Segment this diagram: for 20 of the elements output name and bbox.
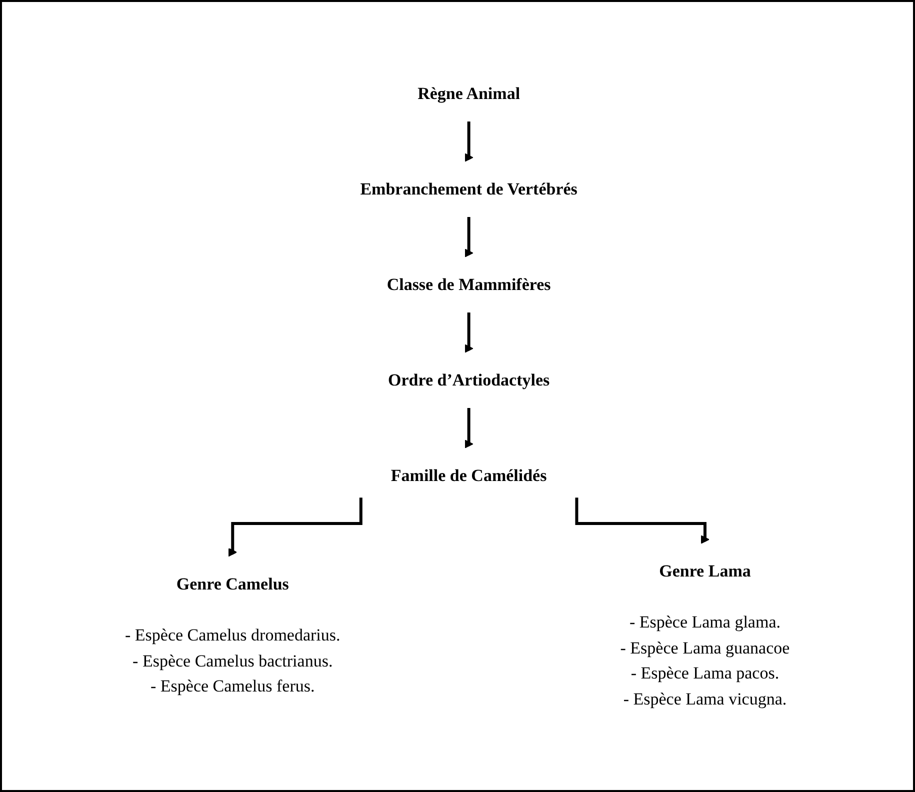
arrow bbox=[464, 408, 474, 448]
node-label: - Espèce Camelus dromedarius. bbox=[125, 625, 340, 644]
node-label: - Espèce Lama guanacoe bbox=[620, 638, 790, 657]
node-label: - Espèce Camelus bactrianus. bbox=[132, 650, 333, 670]
node-text: Règne Animal bbox=[418, 84, 520, 103]
node-label: - Espèce Lama pacos. bbox=[631, 663, 780, 682]
arrow bbox=[464, 216, 474, 258]
arrow bbox=[575, 497, 710, 544]
arrow bbox=[228, 497, 363, 556]
node-text: Ordre d’Artiodactyles bbox=[388, 370, 550, 390]
node-text: Famille de Camélidés bbox=[391, 466, 547, 485]
node-label: - Espèce Lama glama. bbox=[630, 612, 781, 632]
arrow bbox=[464, 312, 474, 353]
node-text: Genre Camelus bbox=[176, 574, 290, 593]
node-text: Embranchement de Vertébrés bbox=[360, 179, 578, 198]
node-text: Genre Lama bbox=[659, 561, 751, 580]
node-text: Classe de Mammifères bbox=[386, 274, 551, 294]
node-label: - Espèce Camelus ferus. bbox=[150, 676, 315, 695]
node-label: - Espèce Lama vicugna. bbox=[623, 688, 787, 708]
arrow bbox=[464, 121, 474, 162]
